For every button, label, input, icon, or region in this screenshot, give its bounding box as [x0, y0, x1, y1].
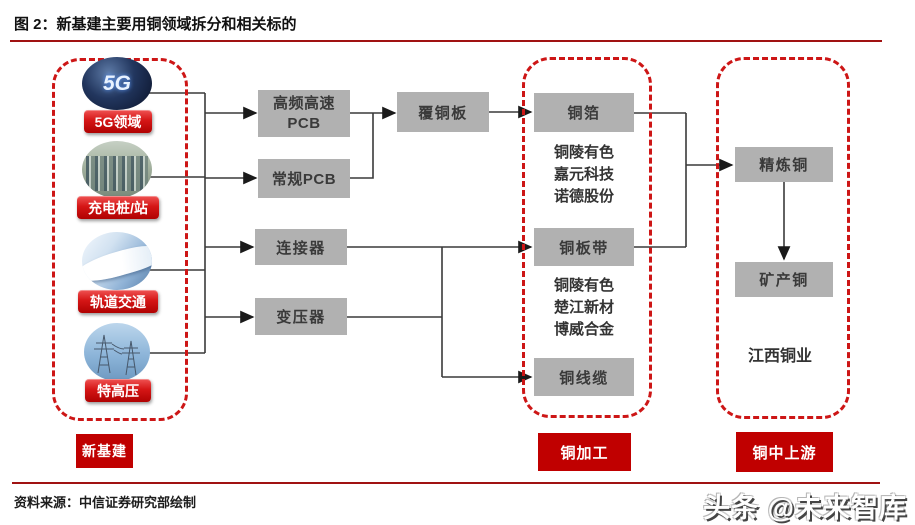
group-label-copper-processing: 铜加工: [538, 433, 631, 471]
charging-station-image: [82, 141, 152, 198]
node-connector: 连接器: [255, 229, 347, 265]
sector-tag-label: 特高压: [97, 382, 139, 399]
foil-company-list: 铜陵有色 嘉元科技 诺德股份: [523, 142, 645, 208]
node-pcb-standard: 常规PCB: [258, 159, 350, 198]
pcb-merge-lines: [350, 112, 374, 179]
sector-tag-label: 5G领域: [94, 113, 142, 130]
copper-processing-group-frame: [522, 57, 652, 418]
upstream-company: 江西铜业: [747, 348, 812, 365]
sector-tag-rail: 轨道交通: [78, 290, 158, 313]
source-note: 资料来源：中信证券研究部绘制: [14, 495, 197, 510]
node-copper-clad-laminate: 覆铜板: [397, 92, 489, 132]
node-copper-foil: 铜箔: [534, 93, 634, 132]
company-name: 铜陵有色: [553, 144, 614, 161]
sector-output-lines: [144, 92, 205, 354]
power-tower-icon: [94, 334, 140, 376]
node-copper-cable: 铜线缆: [534, 358, 634, 396]
group-label-copper-upstream: 铜中上游: [736, 432, 833, 472]
title-underline: [10, 40, 882, 42]
footer-rule: [12, 482, 880, 484]
company-name: 诺德股份: [553, 188, 614, 205]
watermark-toutiao: 头条 @未来智库: [703, 493, 907, 523]
processing-merge-lines: [634, 112, 687, 248]
company-name: 嘉元科技: [553, 166, 614, 183]
node-copper-strip: 铜板带: [534, 228, 634, 266]
sector-tag-5g: 5G领域: [84, 110, 152, 133]
sector-tag-label: 轨道交通: [90, 293, 146, 310]
figure-title: 图 2：新基建主要用铜领域拆分和相关标的: [14, 16, 297, 33]
5g-image-text: 5G: [102, 71, 131, 95]
sector-tag-label: 充电桩/站: [88, 199, 148, 216]
company-name: 博威合金: [553, 321, 614, 338]
copper-upstream-group-frame: [716, 57, 850, 419]
5g-image: 5G: [82, 57, 152, 110]
uhv-power-image: [84, 323, 150, 381]
sector-tag-uhv: 特高压: [85, 379, 151, 402]
node-pcb-high-frequency: 高频高速 PCB: [258, 90, 350, 137]
company-name: 楚江新材: [553, 299, 614, 316]
node-transformer: 变压器: [255, 298, 347, 335]
rail-transit-image: [82, 232, 152, 290]
node-label-line2: PCB: [287, 114, 321, 132]
transformer-merge-lines: [347, 247, 443, 377]
node-refined-copper: 精炼铜: [735, 147, 833, 182]
node-mined-copper: 矿产铜: [735, 262, 833, 297]
group-label-new-infra: 新基建: [76, 434, 133, 468]
sector-tag-charging: 充电桩/站: [77, 196, 159, 219]
strip-company-list: 铜陵有色 楚江新材 博威合金: [523, 275, 645, 341]
company-name: 铜陵有色: [553, 277, 614, 294]
node-label-line1: 高频高速: [272, 94, 335, 112]
